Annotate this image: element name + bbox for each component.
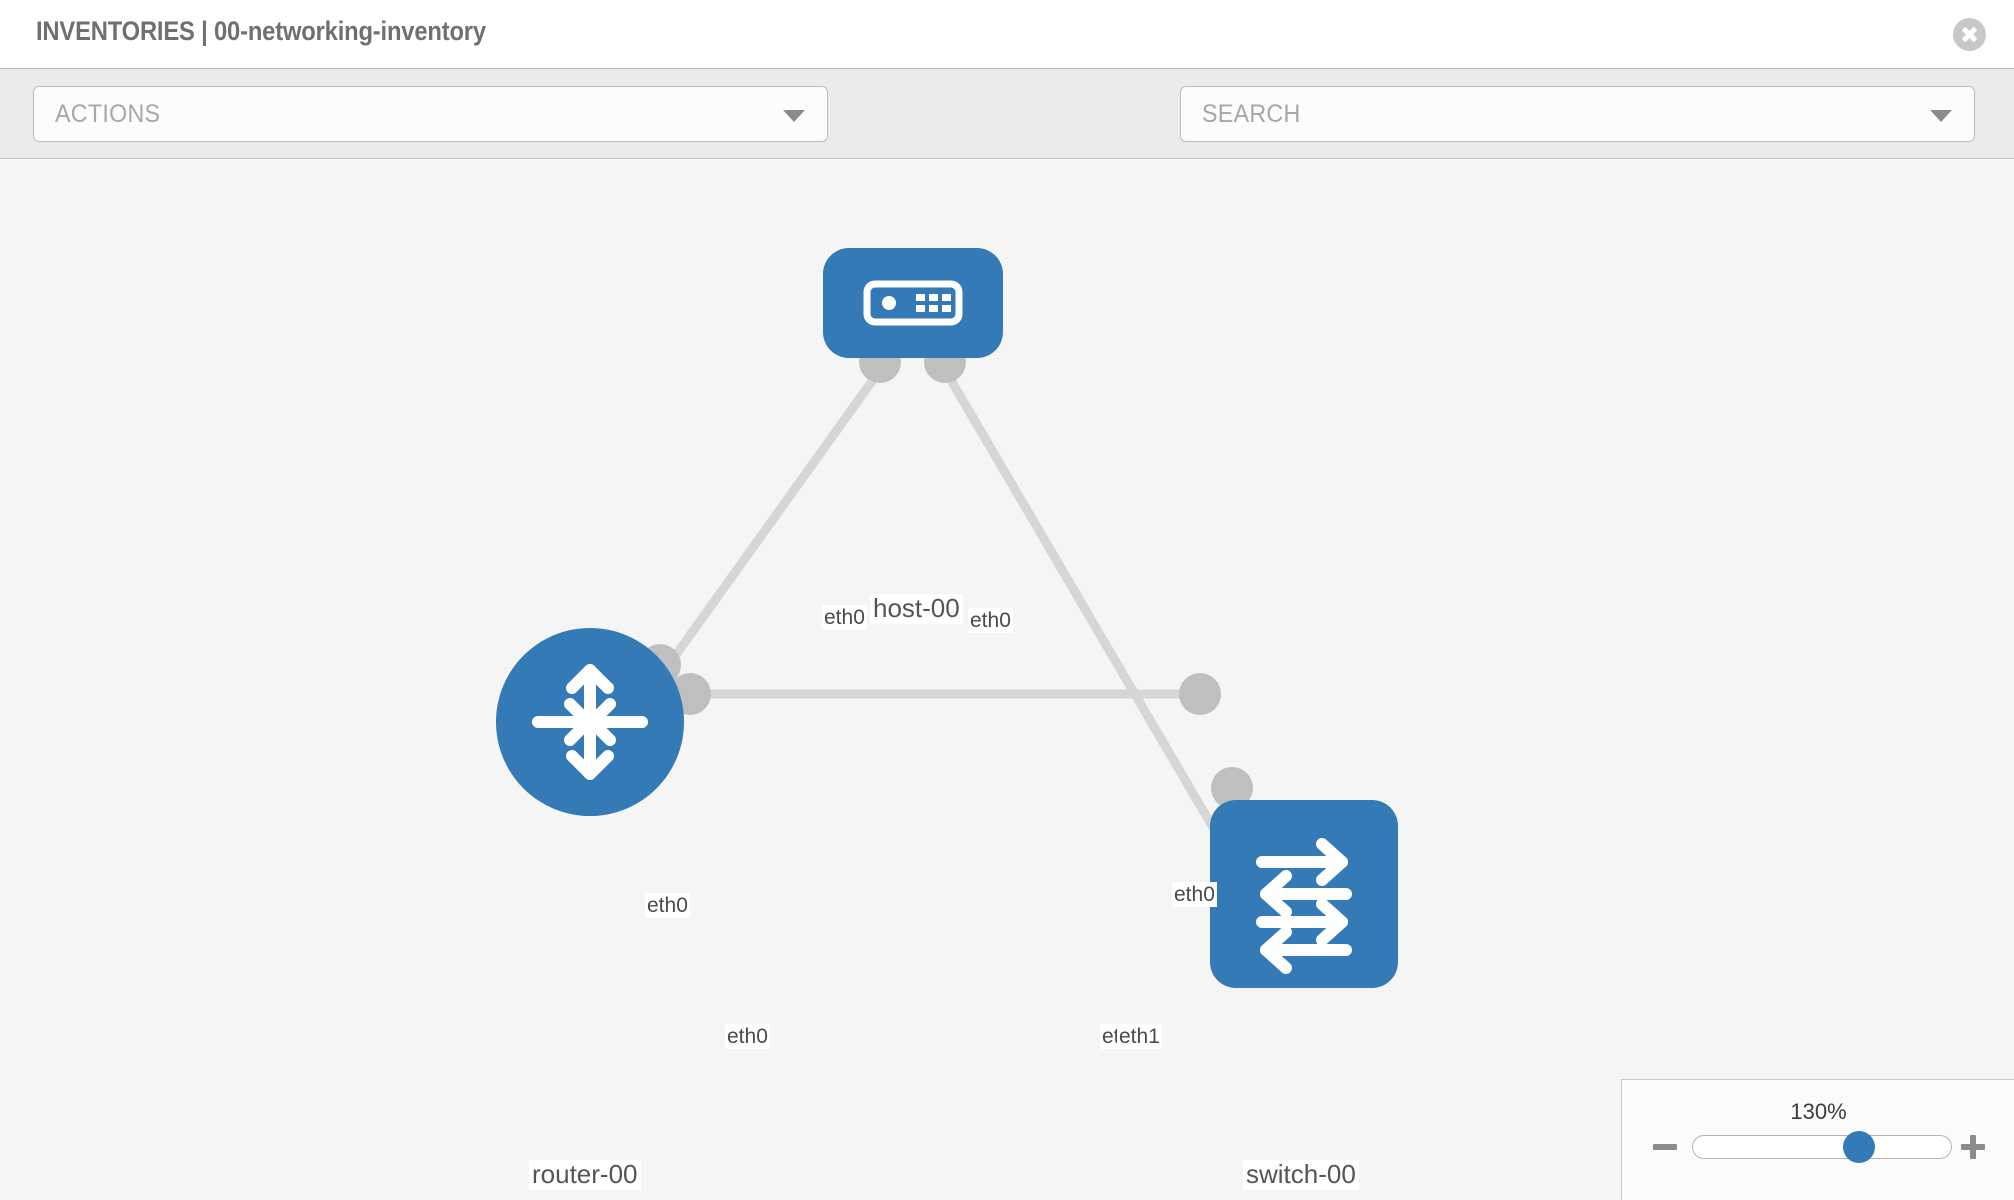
node-host-00-label: host-00 [870,593,963,624]
node-switch-00-label: switch-00 [1243,1159,1359,1190]
chevron-down-icon [1930,110,1952,122]
minus-icon[interactable] [1650,1132,1680,1162]
iface-label-router00-up: eth0 [645,893,690,919]
node-router-00[interactable] [496,628,684,816]
page-title: INVENTORIES | 00-networking-inventory [36,16,486,46]
node-router-00-label: router-00 [529,1159,641,1190]
switch-arrows-icon [1256,838,1352,974]
search-input-value: SEARCH [1202,100,1301,128]
search-input[interactable]: SEARCH [1180,86,1975,142]
plus-icon[interactable] [1958,1132,1988,1162]
actions-dropdown[interactable]: ACTIONS [33,86,828,142]
node-host-00-shape [823,248,1003,358]
iface-label-host00-left: eth0 [822,605,867,631]
link-host00-router00[interactable] [636,367,884,708]
close-icon[interactable] [1953,18,1986,51]
actions-dropdown-label: ACTIONS [55,100,161,128]
link-host00-switch00[interactable] [941,367,1236,863]
zoom-percent-label: 130% [1790,1099,1847,1124]
connector-nub-switch00-left [1179,673,1221,715]
zoom-control-panel: 130% [1621,1079,2014,1200]
node-host-00[interactable] [823,248,1003,358]
iface-label-switch00-left-eth1: eth1 [1117,1024,1162,1050]
router-arrows-icon [532,664,648,780]
zoom-slider-knob[interactable] [1843,1131,1875,1163]
iface-label-host00-right: eth0 [968,608,1013,634]
iface-label-switch00-up: eth0 [1172,882,1217,908]
page-header: INVENTORIES | 00-networking-inventory [0,0,2014,69]
server-icon [863,280,963,326]
chevron-down-icon [783,110,805,122]
topology-canvas[interactable]: host-00 router-00 [0,160,2014,1200]
toolbar: ACTIONS SEARCH [0,69,2014,200]
zoom-slider-track[interactable] [1692,1131,1952,1163]
node-switch-00[interactable] [1210,800,1398,988]
connector-nub-switch00-top [1211,767,1253,809]
topology-links-layer [636,341,1253,863]
iface-label-router00-right: eth0 [725,1024,770,1050]
